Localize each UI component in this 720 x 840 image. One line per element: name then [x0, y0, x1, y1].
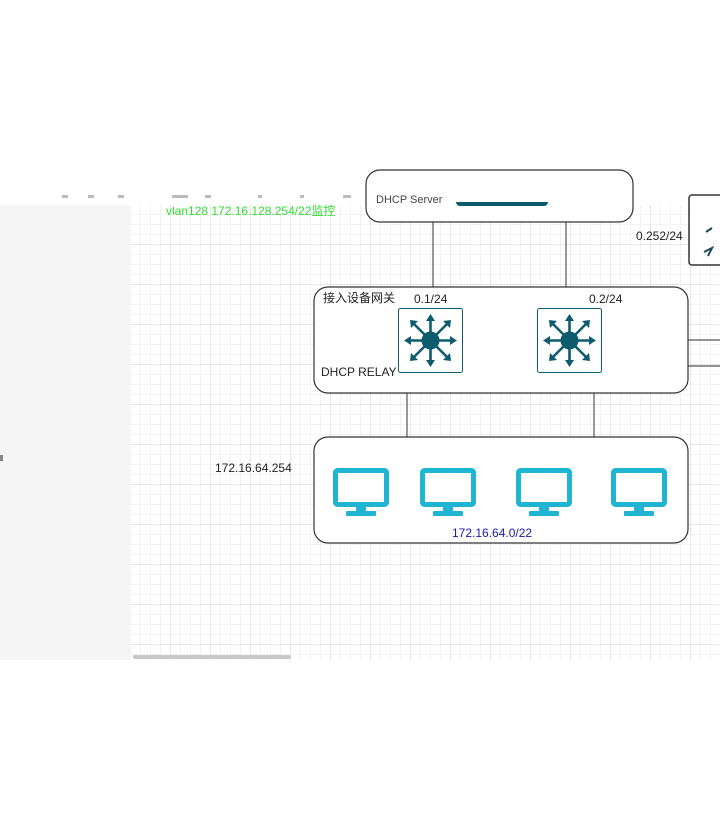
layer3-switch-icon[interactable] — [537, 308, 602, 373]
toolbar-mark — [258, 195, 262, 198]
toolbar-mark — [205, 195, 211, 198]
dhcp-relay-label[interactable]: DHCP RELAY — [321, 365, 397, 379]
horizontal-scrollbar[interactable] — [133, 655, 291, 659]
vlan-monitor-label[interactable]: vlan128 172.16.128.254/22监控 — [166, 204, 336, 218]
grid-background — [131, 205, 720, 660]
lan-subnet-label[interactable]: 172.16.64.0/22 — [452, 526, 533, 540]
desktop-monitor-icon[interactable] — [420, 468, 476, 518]
server-device-edge — [456, 202, 548, 206]
desktop-monitor-icon[interactable] — [516, 468, 572, 518]
right-ip-label[interactable]: 0.252/24 — [636, 229, 683, 243]
server-label: DHCP Server — [376, 194, 443, 206]
lan-gateway-label[interactable]: 172.16.64.254 — [215, 461, 292, 475]
gateway-title-label[interactable]: 接入设备网关 — [323, 291, 396, 305]
right-device-icon — [703, 227, 715, 257]
switch1-ip-label[interactable]: 0.1/24 — [414, 292, 448, 306]
sidebar-resize-handle[interactable] — [0, 455, 3, 461]
lan-container[interactable] — [313, 436, 689, 544]
toolbar-mark — [118, 195, 124, 198]
toolbar-mark — [172, 195, 188, 198]
desktop-monitor-icon[interactable] — [611, 468, 667, 518]
right-device-container[interactable] — [688, 194, 720, 266]
toolbar-mark — [88, 195, 94, 198]
desktop-monitor-icon[interactable] — [333, 468, 389, 518]
diagram-canvas[interactable] — [0, 193, 720, 660]
switch2-ip-label[interactable]: 0.2/24 — [589, 292, 623, 306]
toolbar-mark — [62, 195, 68, 198]
shape-sidebar[interactable] — [0, 205, 132, 660]
toolbar-mark — [343, 195, 351, 198]
toolbar-mark — [300, 195, 304, 198]
layer3-switch-icon[interactable] — [398, 308, 463, 373]
